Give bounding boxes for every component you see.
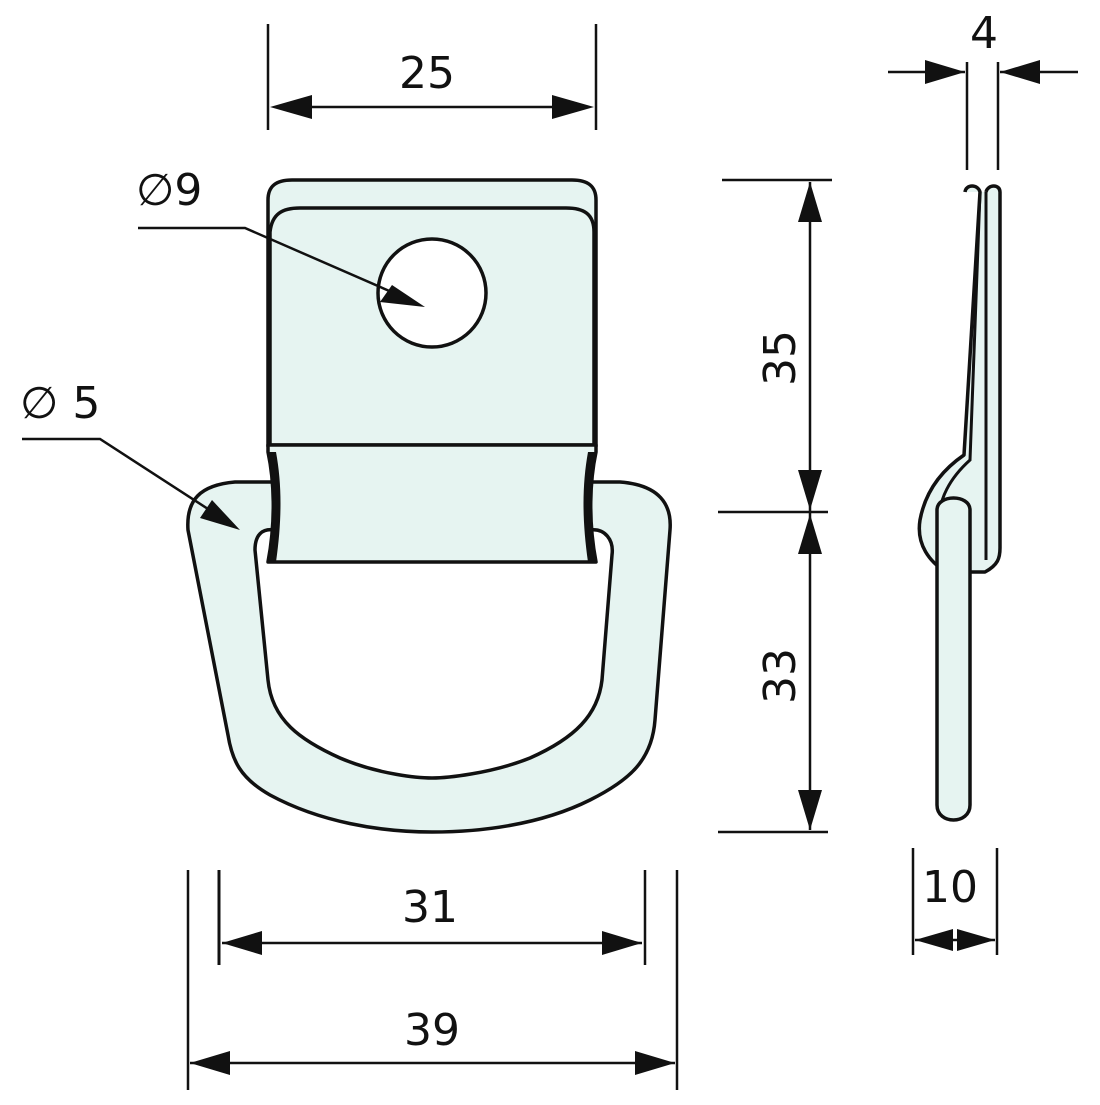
dimension-side-depth: 10 bbox=[911, 848, 999, 955]
dimension-plate-thickness: 4 bbox=[888, 8, 1078, 170]
label-ring-height: 33 bbox=[755, 648, 806, 704]
mounting-hole bbox=[376, 237, 488, 349]
label-plate-height: 35 bbox=[755, 330, 806, 386]
front-view bbox=[186, 178, 672, 834]
d-ring bbox=[186, 480, 672, 834]
dimension-heights: 35 33 bbox=[718, 178, 832, 834]
label-side-depth: 10 bbox=[922, 862, 978, 913]
label-plate-thickness: 4 bbox=[970, 8, 998, 59]
dimension-hole-diameter: ∅9 bbox=[136, 165, 425, 307]
side-plate-outer bbox=[917, 184, 1002, 574]
plate-fold bbox=[266, 443, 598, 564]
side-view bbox=[917, 184, 1002, 822]
side-ring-bar bbox=[935, 496, 972, 822]
label-plate-width: 25 bbox=[399, 48, 455, 99]
dimension-plate-width: 25 bbox=[266, 24, 598, 130]
dimension-ring-outer-width: 39 bbox=[186, 870, 679, 1090]
label-hole-diameter: ∅9 bbox=[136, 165, 202, 216]
label-ring-diameter: ∅ 5 bbox=[20, 378, 100, 429]
label-ring-inner-width: 31 bbox=[402, 882, 458, 933]
label-ring-outer-width: 39 bbox=[404, 1005, 460, 1056]
dimension-ring-inner-width: 31 bbox=[217, 870, 647, 965]
dimension-ring-diameter: ∅ 5 bbox=[20, 378, 240, 530]
